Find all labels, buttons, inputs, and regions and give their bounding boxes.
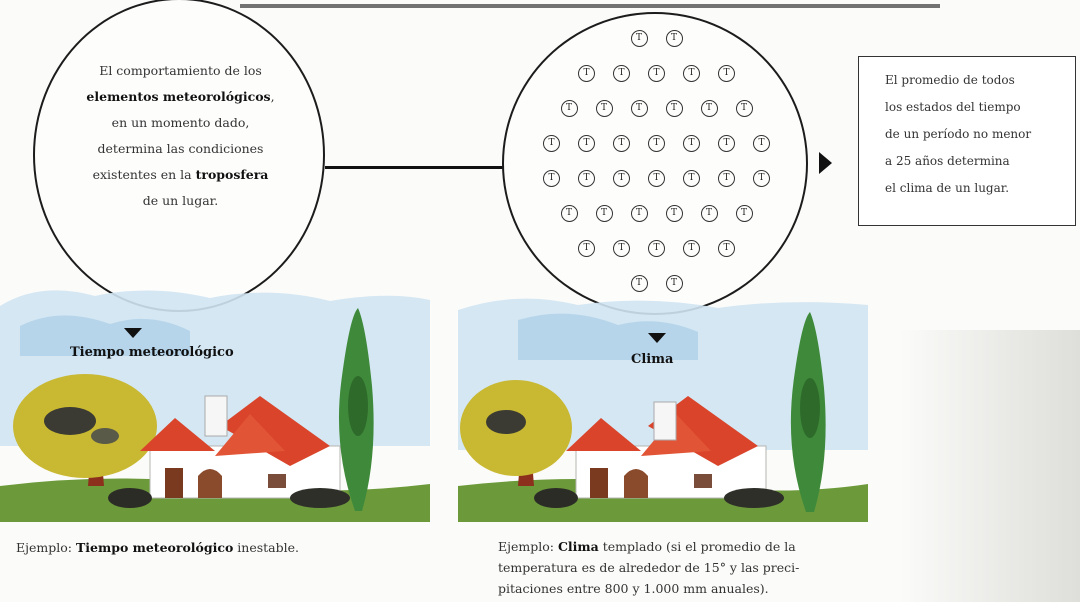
down-arrow-icon (124, 328, 142, 338)
climate-example-caption: Ejemplo: Clima templado (si el promedio … (498, 536, 888, 599)
left-line-4: determina las condiciones (97, 141, 264, 156)
caption-left-suffix: inestable. (233, 540, 300, 555)
def-line-1: El promedio de todos (885, 73, 1015, 87)
caption-left-bold: Tiempo meteorológico (75, 540, 234, 555)
weather-elements-circle (33, 0, 325, 312)
weather-example-caption: Ejemplo: Tiempo meteorológico inestable. (16, 540, 299, 555)
weather-elements-text: El comportamiento de los elementos meteo… (58, 58, 303, 214)
def-line-4: a 25 años determina (885, 154, 1010, 168)
cropped-title-line (240, 0, 940, 8)
weather-scene-label: Tiempo meteorológico (70, 345, 234, 360)
house-scene-weather-illustration (0, 290, 430, 522)
arrow-shaft (325, 166, 625, 169)
caption-right-line-1: templado (si el promedio de la (598, 539, 796, 554)
down-arrow-icon (648, 333, 666, 343)
def-line-5: el clima de un lugar. (885, 181, 1010, 195)
left-line-3: en un momento dado, (111, 115, 250, 130)
caption-right-bold: Clima (557, 539, 599, 554)
left-line-5-bold: troposfera (195, 167, 269, 182)
house-scene-climate-illustration (458, 298, 868, 522)
caption-right-line-3: pitaciones entre 800 y 1.000 mm anuales)… (498, 581, 769, 596)
climate-scene-label: Clima (631, 352, 674, 367)
left-line-6: de un lugar. (142, 193, 219, 208)
caption-left-prefix: Ejemplo: (16, 540, 76, 555)
left-line-1: El comportamiento de los (99, 63, 262, 78)
def-line-3: de un período no menor (885, 127, 1032, 141)
def-line-2: los estados del tiempo (885, 100, 1021, 114)
left-line-5-prefix: existentes en la (92, 167, 196, 182)
caption-right-line-2: temperatura es de alrededor de 15° y las… (498, 560, 800, 575)
page-fold-shadow (900, 330, 1080, 602)
climate-definition-box: El promedio de todos los estados del tie… (858, 56, 1076, 226)
left-line-2-bold: elementos meteorológicos (86, 89, 271, 104)
left-line-2-suffix: , (270, 89, 275, 104)
pointer-triangle-icon (819, 152, 832, 174)
weather-states-circle (502, 12, 808, 315)
caption-right-prefix: Ejemplo: (498, 539, 558, 554)
